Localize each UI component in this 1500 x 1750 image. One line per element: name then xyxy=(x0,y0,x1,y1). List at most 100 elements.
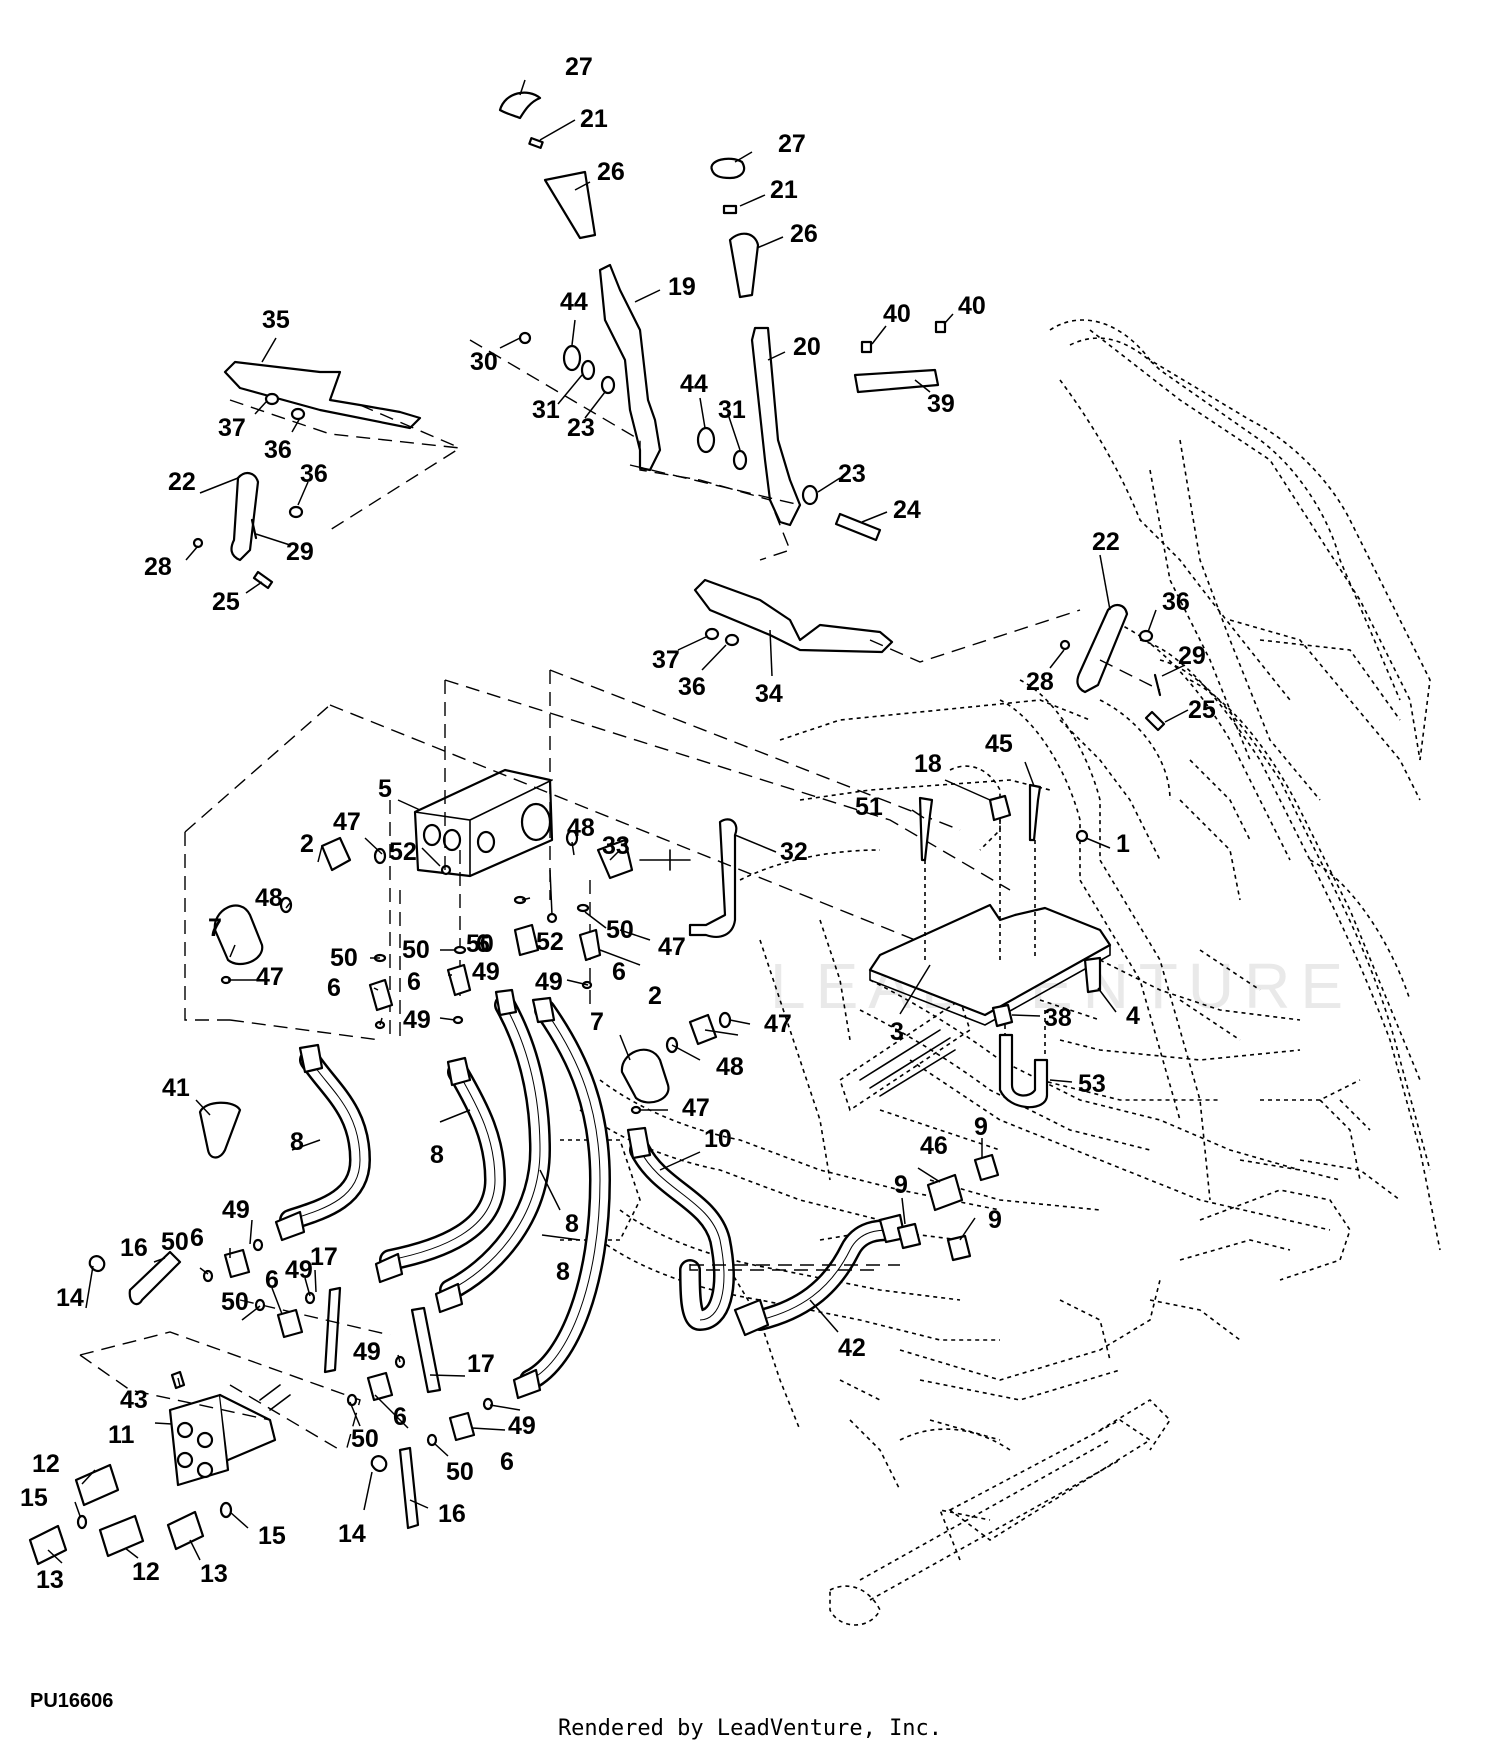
callout-26: 26 xyxy=(790,220,818,248)
bushing-23b xyxy=(801,484,819,506)
ubolt-53 xyxy=(998,1033,1049,1109)
bolt-45 xyxy=(1028,783,1042,842)
callout-50: 50 xyxy=(606,916,634,944)
nut-18 xyxy=(988,794,1012,822)
callout-32: 32 xyxy=(780,838,808,866)
clip-36a xyxy=(290,407,306,421)
hose-end-8f xyxy=(374,1252,404,1284)
callout-47: 47 xyxy=(256,963,284,991)
valve-port-d xyxy=(520,802,552,842)
lower-fittings xyxy=(202,1238,494,1447)
callout-6: 6 xyxy=(500,1448,514,1476)
coupler-bracket-group xyxy=(28,1250,442,1566)
fitting-6f xyxy=(276,1308,304,1339)
fitting-2a xyxy=(320,836,352,872)
coupler-12a xyxy=(74,1463,120,1507)
oring-50e xyxy=(202,1269,214,1283)
washer-44a xyxy=(562,344,582,372)
pin-left xyxy=(528,137,544,149)
callout-15: 15 xyxy=(258,1522,286,1550)
leader-lines xyxy=(47,79,1189,1564)
oring-49b xyxy=(452,1015,464,1025)
nut-28b xyxy=(1059,639,1071,651)
nut-52b xyxy=(546,912,558,924)
hose-end-10 xyxy=(626,1126,652,1160)
callout-37: 37 xyxy=(652,646,680,674)
oring-49g xyxy=(482,1397,494,1411)
screw-29b xyxy=(1153,673,1162,697)
nut-1 xyxy=(1075,829,1089,843)
bolt-51 xyxy=(918,796,934,862)
fitting-6h xyxy=(448,1411,476,1442)
callout-12: 12 xyxy=(32,1450,60,1478)
callout-50: 50 xyxy=(466,930,494,958)
callout-31: 31 xyxy=(532,396,560,424)
screw-40a xyxy=(860,340,873,354)
grip-right xyxy=(728,232,760,299)
nut-52a xyxy=(440,864,452,876)
callout-27: 27 xyxy=(778,130,806,158)
callout-52: 52 xyxy=(389,838,417,866)
hose-end-8c xyxy=(494,988,518,1017)
fitting-9b xyxy=(896,1222,922,1250)
callout-6: 6 xyxy=(476,930,490,958)
callout-6: 6 xyxy=(265,1266,279,1294)
strap-41 xyxy=(198,1101,242,1159)
washer-31b xyxy=(732,449,748,471)
callout-29: 29 xyxy=(1178,642,1206,670)
callout-44: 44 xyxy=(680,370,708,398)
callout-9: 9 xyxy=(988,1206,1002,1234)
plate-3 xyxy=(868,903,1112,1017)
callout-43: 43 xyxy=(120,1386,148,1414)
callout-5: 5 xyxy=(378,775,392,803)
valve-port-a xyxy=(422,823,442,847)
callout-38: 38 xyxy=(1044,1004,1072,1032)
hose-end-8g xyxy=(434,1282,464,1314)
nut-30 xyxy=(518,331,532,345)
fitting-6a xyxy=(368,978,394,1012)
link-17b xyxy=(410,1306,442,1394)
link-17a xyxy=(323,1286,342,1374)
callout-11: 11 xyxy=(108,1421,135,1449)
bracket-hole-a xyxy=(176,1421,194,1439)
lever-20 xyxy=(750,326,802,527)
callout-36: 36 xyxy=(1162,588,1190,616)
oring-49e xyxy=(304,1291,316,1305)
callout-12: 12 xyxy=(132,1558,160,1586)
callout-49: 49 xyxy=(508,1412,536,1440)
loader-frame-outline xyxy=(560,319,1441,1626)
callout-17: 17 xyxy=(310,1243,338,1271)
screw-40b xyxy=(934,320,947,334)
callout-14: 14 xyxy=(338,1520,366,1548)
callout-8: 8 xyxy=(565,1210,579,1238)
callout-6: 6 xyxy=(407,968,421,996)
bracket-hole-b xyxy=(196,1431,214,1449)
callout-7: 7 xyxy=(208,914,222,942)
callout-45: 45 xyxy=(985,730,1013,758)
callout-49: 49 xyxy=(403,1006,431,1034)
callout-22: 22 xyxy=(1092,528,1120,556)
valve-port-b xyxy=(442,828,462,852)
callout-34: 34 xyxy=(755,680,783,708)
cap-13b xyxy=(166,1510,205,1551)
callout-7: 7 xyxy=(590,1008,604,1036)
pin-25a xyxy=(252,570,274,590)
clip-36d xyxy=(1138,629,1154,643)
tee-46 xyxy=(926,1173,964,1212)
callout-23: 23 xyxy=(567,414,595,442)
callout-2: 2 xyxy=(300,830,314,858)
oring-50b xyxy=(453,945,467,955)
callout-6: 6 xyxy=(190,1224,204,1252)
knob-right xyxy=(710,157,746,180)
callout-53: 53 xyxy=(1078,1070,1106,1098)
callout-50: 50 xyxy=(330,944,358,972)
callout-49: 49 xyxy=(222,1196,250,1224)
oring-49d xyxy=(252,1238,264,1252)
callout-49: 49 xyxy=(472,958,500,986)
bracket-11b xyxy=(218,1393,277,1462)
callout-6: 6 xyxy=(327,974,341,1002)
washer-37a xyxy=(264,392,280,406)
fitting-6d xyxy=(578,928,602,962)
callout-50: 50 xyxy=(221,1288,249,1316)
